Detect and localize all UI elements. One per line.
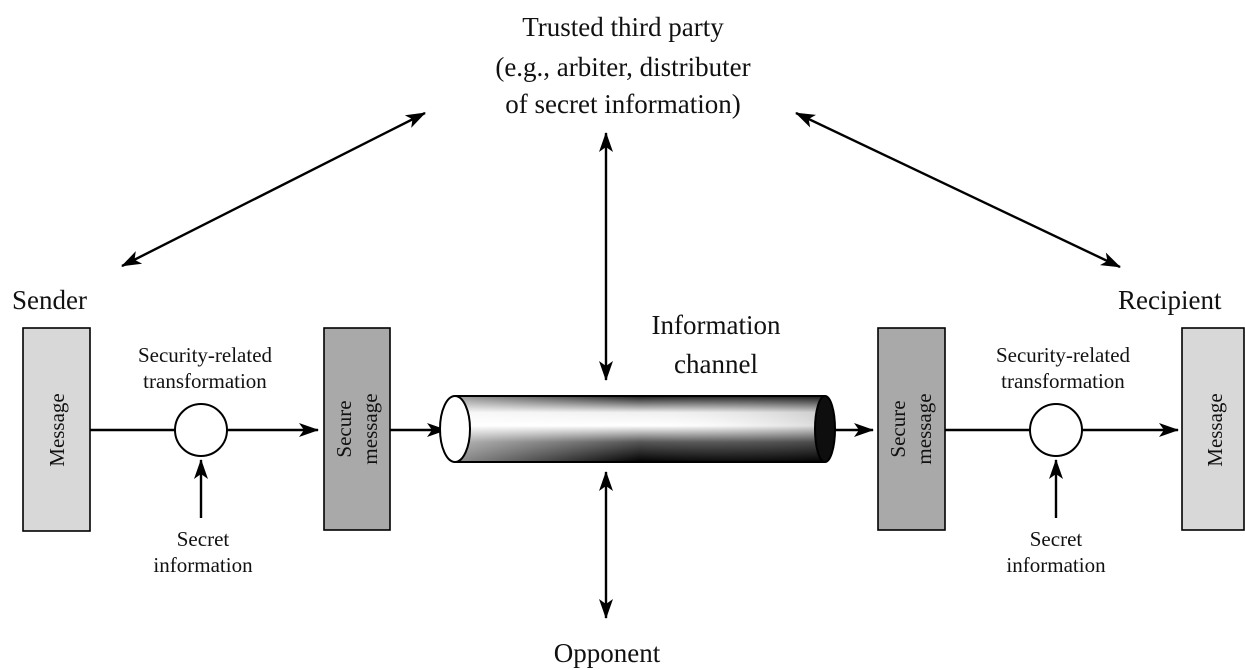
recipient-label: Recipient	[1118, 285, 1222, 315]
sender-transformation-circle	[174, 403, 228, 457]
sender-transform-label-line2: transformation	[143, 369, 267, 393]
recipient-transform-label-line2: transformation	[1001, 369, 1125, 393]
recipient-secret-label-line1: Secret	[1030, 527, 1083, 551]
trusted-party-line3: of secret information)	[505, 89, 740, 119]
sender-secure-label-line2: message	[358, 393, 382, 464]
recipient-message-box	[1181, 327, 1245, 531]
recipient-secure-label-line2: message	[912, 393, 936, 464]
recipient-trusted-party-arrow	[795, 111, 1121, 269]
trusted-party-line1: Trusted third party	[522, 12, 724, 42]
sender-secure-label-line1: Secure	[332, 400, 356, 457]
trusted-third-party-label: Trusted third party (e.g., arbiter, dist…	[495, 12, 750, 119]
sender-secret-label-line2: information	[153, 553, 253, 577]
sender-secret-label-line1: Secret	[177, 527, 230, 551]
sender-message-box-label: Message	[45, 393, 69, 466]
channel-label-line2: channel	[674, 349, 758, 379]
recipient-secure-message-box	[877, 327, 946, 531]
opponent-label: Opponent	[554, 638, 661, 668]
recipient-transformation-circle	[1029, 403, 1083, 457]
recipient-message-box-label: Message	[1203, 393, 1227, 466]
recipient-secret-label-line2: information	[1006, 553, 1106, 577]
channel-label-line1: Information	[652, 310, 781, 340]
sender-trusted-party-arrow	[121, 111, 426, 268]
sender-secure-message-box	[323, 327, 391, 531]
sender-transform-label-line1: Security-related	[138, 343, 273, 367]
recipient-transform-label-line1: Security-related	[996, 343, 1131, 367]
recipient-secure-label-line1: Secure	[886, 400, 910, 457]
information-channel-cylinder	[439, 395, 836, 463]
trusted-party-line2: (e.g., arbiter, distributer	[495, 52, 750, 82]
sender-message-box	[22, 327, 91, 532]
sender-label: Sender	[12, 285, 87, 315]
